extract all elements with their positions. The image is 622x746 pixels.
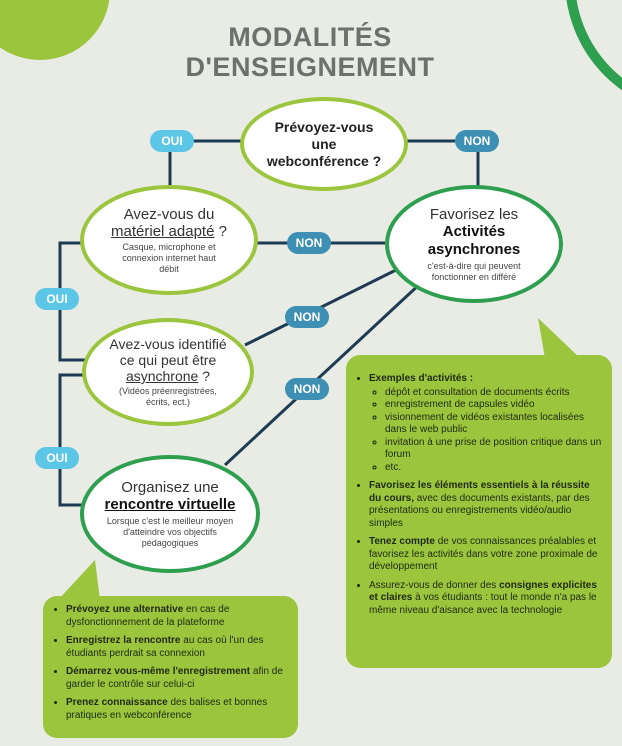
- node-identifie-sub: (Vidéos préenregistrées, écrits, ect.): [119, 386, 217, 407]
- example-item: visionnement de vidéos existantes locali…: [385, 412, 604, 437]
- left-panel-list: Prévoyez une alternative en cas de dysfo…: [53, 604, 290, 722]
- item-bold: Prévoyez une alternative: [66, 604, 184, 615]
- line-rencontre-async: [223, 280, 424, 467]
- line-identifie-oui-rencontre: [58, 373, 85, 507]
- item-text: de vos connaissances préalables et favor…: [369, 536, 598, 572]
- example-item: invitation à une prise de position criti…: [385, 437, 604, 462]
- badge-non-rencontre: NON: [285, 378, 329, 400]
- example-item: dépôt et consultation de documents écrit…: [385, 387, 604, 400]
- right-bubble-tail: [538, 318, 580, 358]
- node-async-bold: Activités asynchrones: [427, 222, 521, 258]
- node-identifie-post: ?: [198, 368, 211, 384]
- item-bold: Démarrez vous-même l'enregistrement: [66, 666, 251, 677]
- corner-circle-top-left: [0, 0, 110, 60]
- node-rencontre-virtuelle: Organisez une rencontre virtuelle Lorsqu…: [80, 455, 260, 573]
- node-rencontre-sub: Lorsque c'est le meilleur moyen d'attein…: [106, 516, 234, 548]
- node-webconference-question: Prévoyez-vous une webconférence ?: [266, 118, 382, 169]
- examples-list: dépôt et consultation de documents écrit…: [369, 387, 604, 475]
- left-panel-item: Démarrez vous-même l'enregistrement afin…: [66, 666, 290, 691]
- title-line-1: MODALITÉS: [228, 22, 392, 52]
- left-bubble-tail: [58, 560, 100, 600]
- node-activites-asynchrones: Favorisez les Activités asynchrones c'es…: [385, 185, 563, 303]
- badge-oui-identifie: OUI: [35, 447, 79, 469]
- badge-non-webconference: NON: [455, 130, 499, 152]
- left-panel-item: Prévoyez une alternative en cas de dysfo…: [66, 604, 290, 629]
- badge-non-identifie: NON: [285, 306, 329, 328]
- node-rencontre-bold: rencontre virtuelle: [104, 496, 236, 513]
- node-materiel-pre: Avez-vous du: [123, 205, 215, 223]
- item-bold: Enregistrez la rencontre: [66, 635, 181, 646]
- left-panel-item: Prenez connaissance des balises et bonne…: [66, 697, 290, 722]
- item-bold: Tenez compte: [369, 536, 435, 547]
- panel-rencontre-virtuelle: Prévoyez une alternative en cas de dysfo…: [43, 596, 298, 738]
- right-panel-list: Exemples d'activités : dépôt et consulta…: [356, 373, 604, 617]
- node-webconference: Prévoyez-vous une webconférence ?: [240, 97, 408, 191]
- node-rencontre-pre: Organisez une: [121, 479, 219, 496]
- left-panel-item: Enregistrez la rencontre au cas où l'un …: [66, 635, 290, 660]
- badge-oui-materiel: OUI: [35, 288, 79, 310]
- item-bold: Prenez connaissance: [66, 697, 168, 708]
- badge-non-materiel: NON: [287, 232, 331, 254]
- node-materiel-question: Avez-vous du matériel adapté ?: [111, 206, 227, 240]
- examples-title: Exemples d'activités :: [369, 373, 474, 384]
- item-bold: Favorisez les éléments essentiels à la r…: [369, 480, 590, 504]
- badge-oui-webconference: OUI: [150, 130, 194, 152]
- item-text: des balises et bonnes pratiques en webco…: [66, 697, 268, 721]
- node-async-sub: c'est-à-dire qui peuvent fonctionner en …: [427, 260, 521, 282]
- panel-activites-asynchrones: Exemples d'activités : dépôt et consulta…: [346, 355, 612, 668]
- node-materiel-post: ?: [214, 222, 227, 240]
- right-panel-examples: Exemples d'activités : dépôt et consulta…: [369, 373, 604, 474]
- item-bold: consignes explicites et claires: [369, 579, 597, 604]
- title-line-2: D'ENSEIGNEMENT: [185, 52, 435, 82]
- item-text: au cas où l'un des étudiants perdrait sa…: [66, 635, 264, 659]
- item-text: avec des documents existants, par des pr…: [369, 492, 590, 529]
- node-materiel-adapte: Avez-vous du matériel adapté ? Casque, m…: [80, 185, 258, 295]
- node-async-pre: Favorisez les: [429, 205, 519, 223]
- node-identifie-question: Avez-vous identifié ce qui peut être asy…: [108, 336, 228, 384]
- item-text: à vos étudiants : tout le monde n'a pas …: [369, 592, 597, 616]
- item-text: afin de garder le contrôle sur celui-ci: [66, 666, 283, 690]
- example-item: etc.: [385, 462, 604, 475]
- node-materiel-link: matériel adapté: [111, 222, 215, 240]
- node-materiel-sub: Casque, microphone et connexion internet…: [122, 241, 216, 274]
- node-identifie-link: asynchrone: [125, 368, 199, 384]
- right-panel-item-essentiels: Favorisez les éléments essentiels à la r…: [369, 480, 604, 530]
- item-text: en cas de dysfonctionnement de la platef…: [66, 604, 230, 628]
- right-panel-item-tenez-compte: Tenez compte de vos connaissances préala…: [369, 536, 604, 574]
- node-identifie-asynchrone: Avez-vous identifié ce qui peut être asy…: [82, 318, 254, 426]
- item-text: Assurez-vous de donner des: [369, 579, 500, 591]
- node-identifie-pre: Avez-vous identifié ce qui peut être: [109, 336, 227, 368]
- right-panel-item-consignes: Assurez-vous de donner des consignes exp…: [369, 580, 604, 618]
- page-title: MODALITÉS D'ENSEIGNEMENT: [140, 22, 480, 82]
- example-item: enregistrement de capsules vidéo: [385, 399, 604, 412]
